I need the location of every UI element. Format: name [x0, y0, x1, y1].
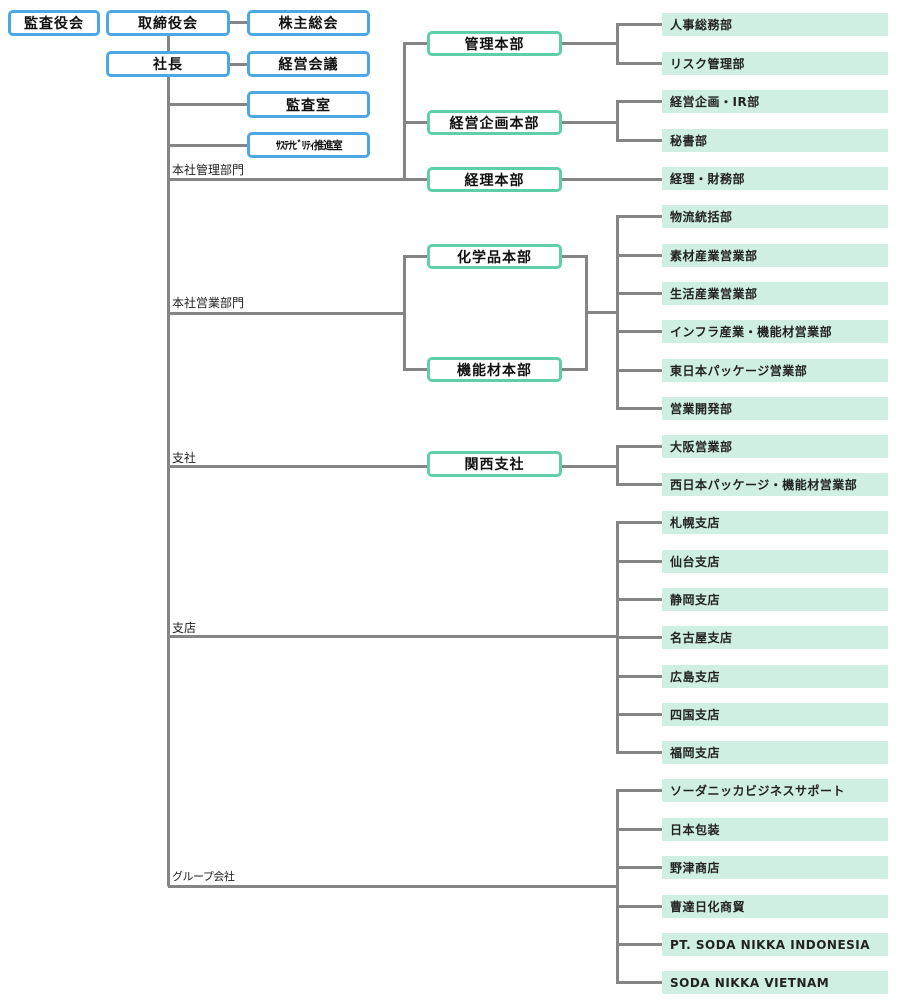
connector-line [616, 62, 662, 65]
connector-line [561, 121, 617, 124]
connector-line [403, 42, 406, 181]
connector-line [616, 215, 662, 218]
category-label-group-companies: グループ会社 [172, 870, 235, 883]
connector-line [229, 63, 248, 66]
connector-line [403, 178, 428, 181]
board-of-directors-box: 取締役会 [106, 10, 230, 36]
sustainability-office-box: ｻｽﾃﾅﾋﾞﾘﾃｨ推進室 [247, 132, 370, 158]
division-box-kansai: 関西支社 [427, 451, 562, 477]
group-company-item: ソーダニッカビジネスサポート [662, 779, 888, 802]
connector-line [616, 751, 662, 754]
branch-item: 広島支店 [662, 665, 888, 688]
group-company-item: 日本包装 [662, 818, 888, 841]
connector-line [585, 311, 617, 314]
connector-line [616, 445, 619, 486]
sales-unit-item: 素材産業営業部 [662, 244, 888, 267]
sales-unit-item: 生活産業営業部 [662, 282, 888, 305]
connector-line [168, 312, 404, 315]
group-company-item: SODA NIKKA VIETNAM [662, 971, 888, 994]
connector-line [616, 407, 662, 410]
connector-line [168, 178, 404, 181]
connector-line [561, 368, 586, 371]
group-company-item: 曹達日化商貿 [662, 895, 888, 918]
connector-line [616, 330, 662, 333]
sales-unit-item: 営業開発部 [662, 397, 888, 420]
management-meeting-box: 経営会議 [247, 51, 370, 77]
branch-item: 静岡支店 [662, 588, 888, 611]
connector-line [616, 636, 662, 639]
sustainability-office-label: ｻｽﾃﾅﾋﾞﾘﾃｨ推進室 [275, 139, 343, 152]
connector-line [616, 943, 662, 946]
branch-item: 四国支店 [662, 703, 888, 726]
connector-line [168, 635, 617, 638]
kansai-unit-item: 大阪営業部 [662, 435, 888, 458]
division-box-admin: 管理本部 [427, 31, 562, 56]
connector-line [616, 23, 619, 64]
unit-item: 経営企画・IR部 [662, 90, 888, 113]
connector-line [168, 103, 248, 106]
division-box-accounting: 経理本部 [427, 167, 562, 192]
shareholders-meeting-box: 株主総会 [247, 10, 370, 36]
connector-line [616, 100, 619, 141]
category-label-hq-admin: 本社管理部門 [172, 163, 245, 177]
connector-line [616, 369, 662, 372]
unit-item: 人事総務部 [662, 13, 888, 36]
connector-line [403, 255, 406, 371]
connector-line [616, 981, 662, 984]
sales-unit-item: インフラ産業・機能材営業部 [662, 320, 888, 343]
connector-line [616, 100, 662, 103]
connector-line [561, 178, 662, 181]
audit-office-box: 監査室 [247, 91, 370, 118]
connector-line [561, 465, 617, 468]
connector-line [616, 23, 662, 26]
connector-line [616, 905, 662, 908]
president-box: 社長 [106, 51, 230, 77]
connector-line [403, 368, 428, 371]
category-label-branches: 支店 [172, 621, 197, 635]
connector-line [616, 483, 662, 486]
connector-line [616, 789, 619, 983]
division-box-corporate-planning: 経営企画本部 [427, 110, 562, 135]
connector-line [616, 675, 662, 678]
sales-unit-item: 物流統括部 [662, 205, 888, 228]
branch-item: 福岡支店 [662, 741, 888, 764]
division-box-functional-materials: 機能材本部 [427, 357, 562, 382]
connector-line [168, 465, 428, 468]
group-company-item: PT. SODA NIKKA INDONESIA [662, 933, 888, 956]
connector-line [616, 521, 662, 524]
branch-item: 仙台支店 [662, 550, 888, 573]
connector-line [403, 42, 428, 45]
kansai-unit-item: 西日本パッケージ・機能材営業部 [662, 473, 888, 496]
sales-unit-item: 東日本パッケージ営業部 [662, 359, 888, 382]
connector-line [168, 144, 248, 147]
connector-line [616, 828, 662, 831]
connector-line [616, 445, 662, 448]
connector-line [616, 215, 619, 409]
connector-line [403, 255, 428, 258]
main-spine-line [167, 35, 170, 887]
group-company-item: 野津商店 [662, 856, 888, 879]
connector-line [168, 885, 617, 888]
connector-line [616, 789, 662, 792]
connector-line [616, 254, 662, 257]
connector-line [616, 713, 662, 716]
unit-item: 秘書部 [662, 129, 888, 152]
branch-item: 札幌支店 [662, 511, 888, 534]
connector-line [616, 598, 662, 601]
branch-item: 名古屋支店 [662, 626, 888, 649]
category-label-hq-sales: 本社営業部門 [172, 296, 245, 310]
connector-line [229, 21, 248, 24]
division-box-chemicals: 化学品本部 [427, 244, 562, 269]
connector-line [616, 560, 662, 563]
connector-line [616, 139, 662, 142]
connector-line [616, 866, 662, 869]
connector-line [403, 121, 428, 124]
connector-line [616, 292, 662, 295]
connector-line [561, 255, 586, 258]
category-label-branch-office: 支社 [172, 451, 197, 465]
unit-item: 経理・財務部 [662, 167, 888, 190]
connector-line [561, 42, 617, 45]
unit-item: リスク管理部 [662, 52, 888, 75]
audit-board-box: 監査役会 [8, 10, 100, 36]
